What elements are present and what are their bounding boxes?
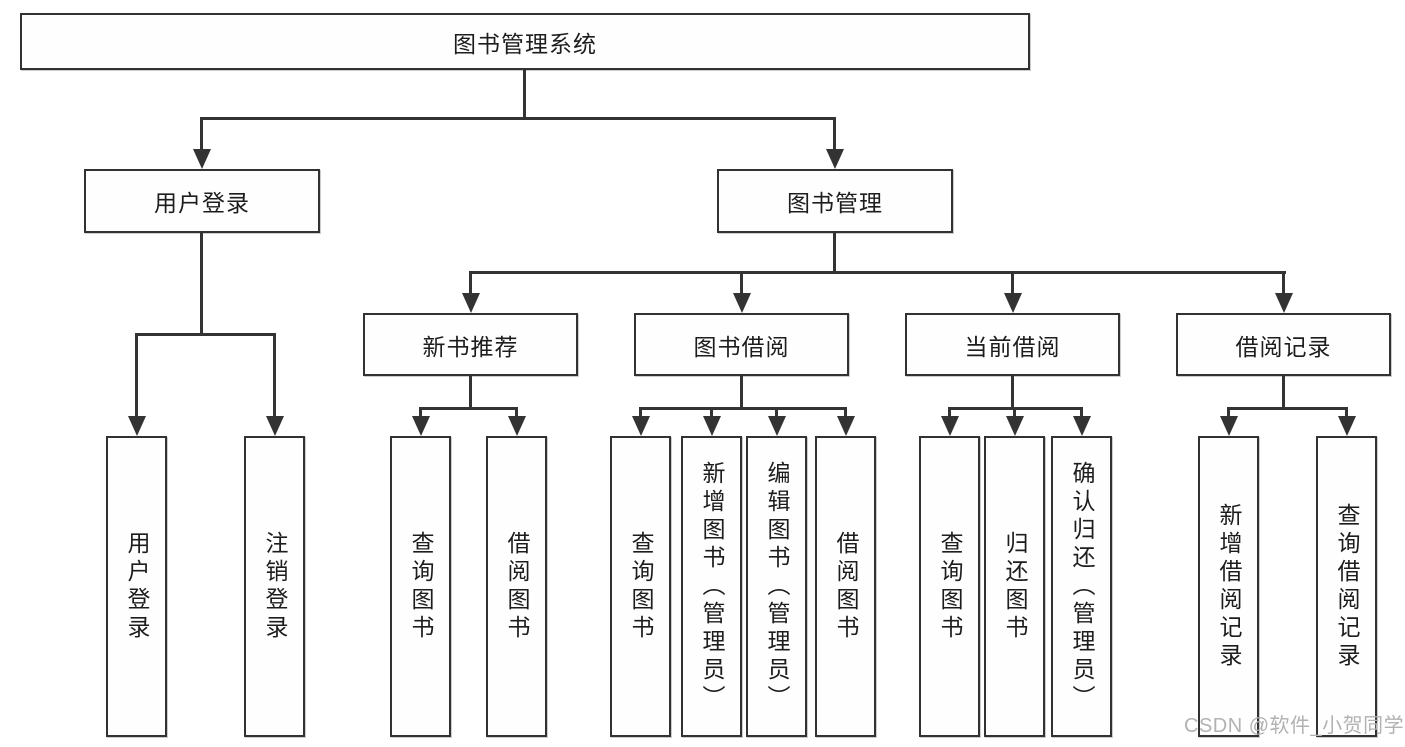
arrow-down-icon	[1220, 416, 1238, 436]
leaf-add-borrow-record-label: 新增借阅记录	[1216, 502, 1242, 671]
leaf-confirm-return-admin: 确认归还（管理员）	[1051, 436, 1112, 737]
leaf-edit-book-admin: 编辑图书（管理员）	[746, 436, 807, 737]
leaf-add-book-admin-label: 新增图书（管理员）	[699, 460, 725, 713]
connector-login-split	[135, 333, 276, 336]
arrow-down-icon	[1338, 416, 1356, 436]
connector-group4-stub	[1282, 374, 1285, 409]
leaf-query-book-borrow: 查询图书	[610, 436, 671, 737]
node-book-borrow-label: 图书借阅	[693, 333, 790, 360]
csdn-watermark: CSDN @软件_小贺同学	[1184, 715, 1405, 737]
leaf-edit-book-admin-label: 编辑图书（管理员）	[764, 460, 790, 713]
connector-login-leaf1-drop	[135, 333, 138, 418]
arrow-down-icon	[1073, 416, 1091, 436]
node-user-login: 用户登录	[84, 169, 320, 233]
connector-group1-stub	[469, 374, 472, 409]
leaf-add-book-admin: 新增图书（管理员）	[681, 436, 742, 737]
arrow-down-icon	[1006, 416, 1024, 436]
node-borrow-records: 借阅记录	[1176, 313, 1391, 376]
connector-leaf-drop	[515, 407, 518, 418]
leaf-borrow-book-recommend-label: 借阅图书	[504, 530, 530, 643]
leaf-borrow-book: 借阅图书	[815, 436, 876, 737]
leaf-query-current-borrow-label: 查询图书	[937, 530, 963, 643]
leaf-return-book: 归还图书	[984, 436, 1045, 737]
connector-mgmt-stub	[833, 233, 836, 273]
leaf-user-login: 用户登录	[106, 436, 167, 737]
connector-login-drop	[200, 117, 203, 151]
leaf-query-current-borrow: 查询图书	[919, 436, 980, 737]
arrow-down-icon	[128, 416, 146, 436]
node-user-login-label: 用户登录	[154, 190, 250, 216]
arrow-down-icon	[1275, 293, 1293, 313]
node-book-mgmt: 图书管理	[717, 169, 953, 233]
connector-leaf-drop	[1345, 407, 1348, 418]
connector-group4-drop	[1282, 271, 1285, 295]
node-new-book-recommend: 新书推荐	[363, 313, 578, 376]
node-book-borrow: 图书借阅	[634, 313, 849, 376]
connector-leaf-drop	[948, 407, 951, 418]
connector-login-leaf2-drop	[273, 333, 276, 418]
connector-group1-drop	[469, 271, 472, 295]
arrow-down-icon	[193, 149, 211, 169]
arrow-down-icon	[1004, 293, 1022, 313]
connector-leaf-drop	[1080, 407, 1083, 418]
connector-group2-drop	[740, 271, 743, 295]
connector-login-stub	[200, 233, 203, 336]
leaf-query-borrow-record: 查询借阅记录	[1316, 436, 1377, 737]
arrow-down-icon	[508, 416, 526, 436]
arrow-down-icon	[412, 416, 430, 436]
connector-leaf-drop	[639, 407, 642, 418]
arrow-down-icon	[733, 293, 751, 313]
leaf-borrow-book-recommend: 借阅图书	[486, 436, 547, 737]
node-borrow-records-label: 借阅记录	[1235, 333, 1332, 360]
arrow-down-icon	[703, 416, 721, 436]
node-root: 图书管理系统	[20, 13, 1030, 70]
arrow-down-icon	[941, 416, 959, 436]
connector-mgmt-drop	[833, 117, 836, 151]
arrow-down-icon	[837, 416, 855, 436]
connector-group1-split	[419, 407, 518, 410]
leaf-confirm-return-admin-label: 确认归还（管理员）	[1069, 460, 1095, 713]
connector-leaf-drop	[419, 407, 422, 418]
node-book-mgmt-label: 图书管理	[787, 190, 883, 216]
leaf-add-borrow-record: 新增借阅记录	[1198, 436, 1259, 737]
leaf-query-book-borrow-label: 查询图书	[628, 530, 654, 643]
leaf-logout: 注销登录	[244, 436, 305, 737]
connector-leaf-drop	[844, 407, 847, 418]
arrow-down-icon	[826, 149, 844, 169]
connector-leaf-drop	[1227, 407, 1230, 418]
node-current-borrow-label: 当前借阅	[964, 333, 1061, 360]
arrow-down-icon	[768, 416, 786, 436]
node-current-borrow: 当前借阅	[905, 313, 1120, 376]
arrow-down-icon	[462, 293, 480, 313]
connector-group4-split	[1227, 407, 1348, 410]
leaf-query-book-recommend-label: 查询图书	[408, 530, 434, 643]
connector-group3-drop	[1011, 271, 1014, 295]
connector-leaf-drop	[775, 407, 778, 418]
arrow-down-icon	[632, 416, 650, 436]
connector-leaf-drop	[710, 407, 713, 418]
leaf-user-login-label: 用户登录	[124, 530, 150, 643]
connector-group2-stub	[740, 374, 743, 409]
leaf-logout-label: 注销登录	[262, 530, 288, 643]
connector-group2-split	[639, 407, 847, 410]
connector-mgmt-split	[469, 271, 1286, 274]
leaf-query-borrow-record-label: 查询借阅记录	[1334, 502, 1360, 671]
node-new-book-recommend-label: 新书推荐	[422, 333, 519, 360]
leaf-borrow-book-label: 借阅图书	[833, 530, 859, 643]
leaf-return-book-label: 归还图书	[1002, 530, 1028, 643]
arrow-down-icon	[266, 416, 284, 436]
node-root-label: 图书管理系统	[453, 30, 597, 57]
leaf-query-book-recommend: 查询图书	[390, 436, 451, 737]
connector-root-split	[200, 117, 836, 120]
connector-root-stub	[523, 70, 526, 119]
connector-group3-stub	[1011, 374, 1014, 409]
connector-leaf-drop	[1013, 407, 1016, 418]
